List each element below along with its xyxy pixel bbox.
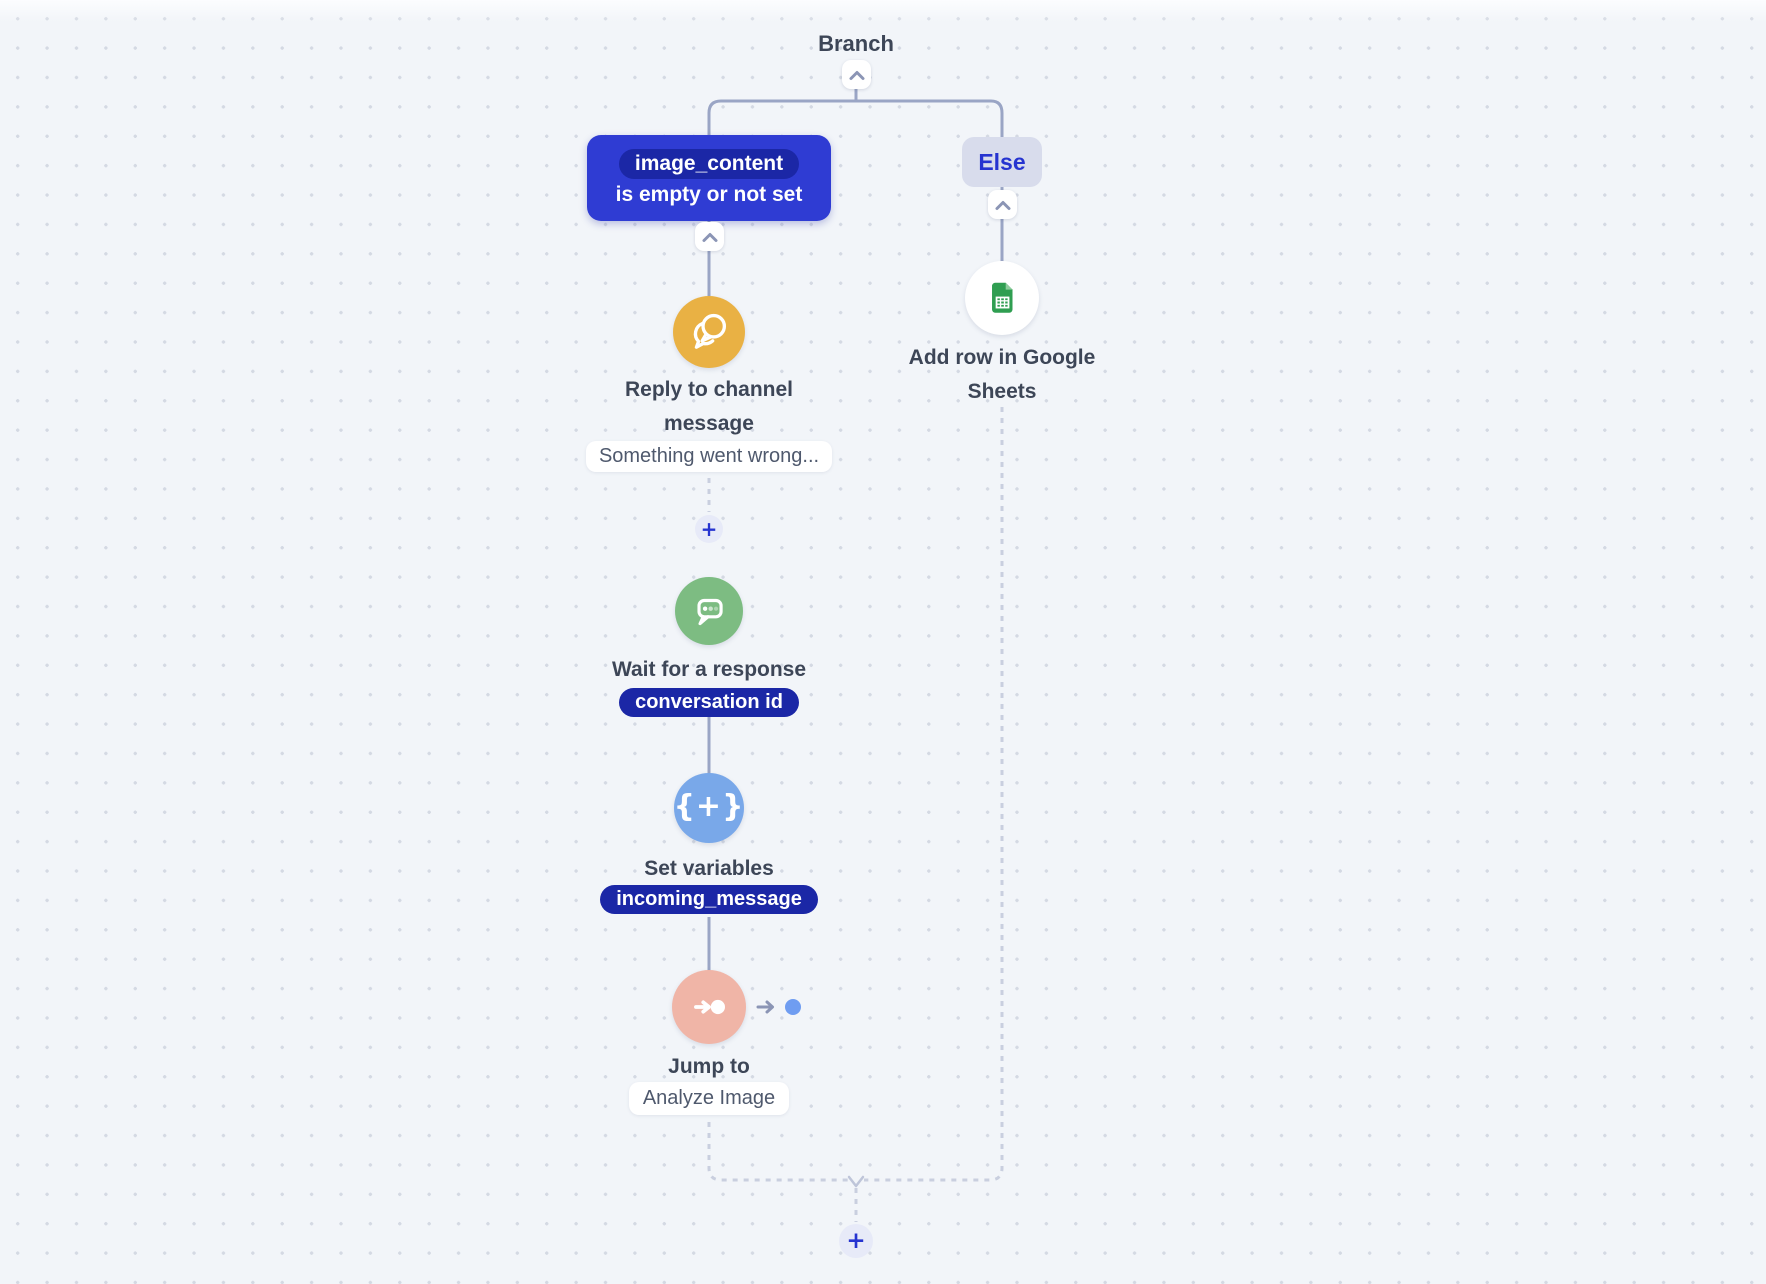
plus-icon: + [846, 1228, 866, 1254]
braces-plus-icon: {+} [673, 789, 745, 824]
chevron-up-icon [995, 200, 1010, 210]
condition-collapse-button[interactable] [695, 222, 724, 251]
else-label: Else [978, 148, 1026, 175]
typing-bubble-icon [697, 598, 723, 626]
jump-target-pill: Analyze Image [628, 1082, 790, 1115]
sheets-merge-dashed-line [864, 407, 1004, 1182]
condition-node[interactable]: image_content is empty or not set [587, 135, 831, 221]
wait-node-icon[interactable] [675, 577, 743, 645]
set-variables-title: Set variables [644, 857, 774, 880]
add-step-button-bottom[interactable]: + [839, 1224, 873, 1258]
else-badge[interactable]: Else [962, 137, 1042, 187]
reply-node-icon[interactable] [673, 296, 745, 368]
set-variables-node-icon[interactable]: {+} [674, 773, 744, 843]
else-collapse-button[interactable] [988, 190, 1017, 219]
jump-merge-dashed-line [707, 1122, 848, 1182]
chevron-up-icon [849, 70, 864, 80]
branch-collapse-button[interactable] [842, 60, 871, 89]
chat-bubbles-icon [693, 313, 727, 349]
add-step-button[interactable]: + [695, 515, 723, 543]
incoming-message-badge: incoming_message [600, 885, 818, 914]
condition-text: is empty or not set [615, 183, 803, 206]
reply-node-title: Reply to channel message [624, 378, 794, 435]
chevron-up-icon [702, 232, 717, 242]
reply-node-subtitle: Something went wrong... [585, 441, 833, 472]
sheets-node-title: Add row in Google Sheets [908, 346, 1096, 403]
plus-icon: + [700, 517, 718, 541]
jump-arrow-icon [694, 999, 725, 1015]
conversation-id-badge: conversation id [619, 688, 799, 717]
condition-variable-pill: image_content [618, 149, 800, 179]
branch-split-line [707, 99, 1004, 140]
jump-node-title: Jump to [668, 1055, 750, 1078]
branch-title: Branch [818, 31, 894, 56]
wait-node-title: Wait for a response [611, 658, 807, 681]
google-sheets-icon [992, 282, 1013, 313]
jump-node-icon[interactable] [672, 970, 746, 1044]
jump-out-connector-icon[interactable] [754, 996, 804, 1018]
sheets-node-icon[interactable] [965, 261, 1039, 335]
merge-arrow-icon [847, 1175, 865, 1188]
